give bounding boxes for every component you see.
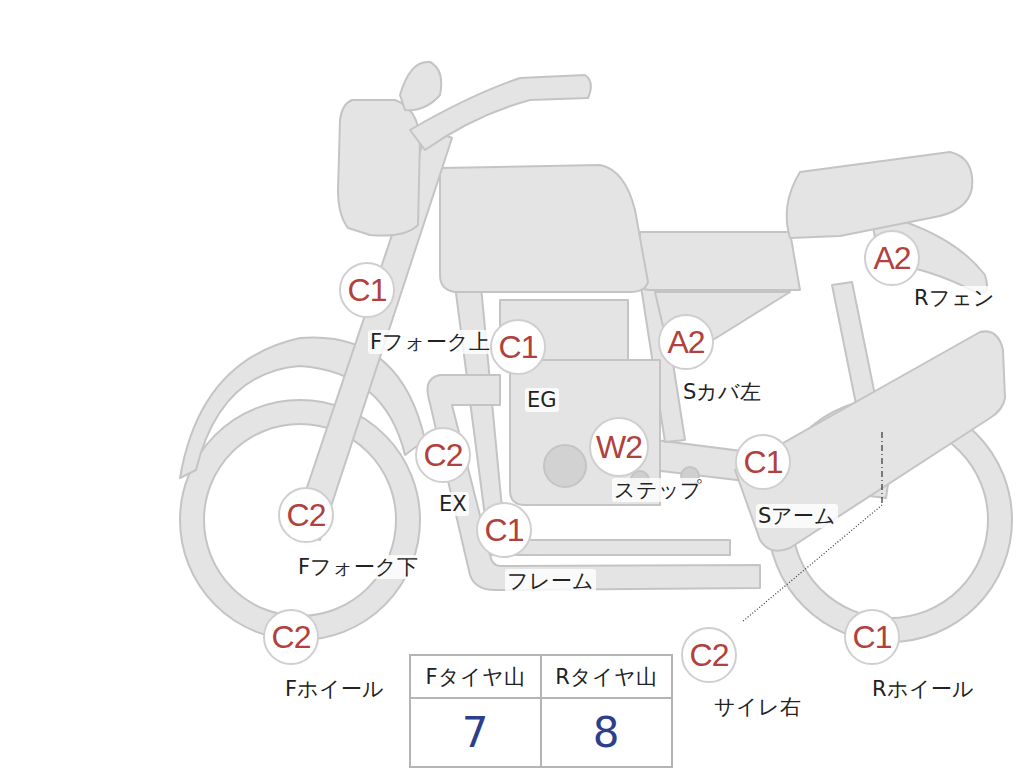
engine-cover [544, 445, 586, 487]
headlight [338, 100, 420, 236]
inspection-marker: C2サイレ右 [681, 627, 737, 683]
tread-table [410, 655, 672, 767]
part-name: ステップ [612, 478, 704, 502]
damage-code: C1 [853, 621, 892, 653]
part-name: フレーム [505, 569, 596, 593]
table-header: Rタイヤ山 [555, 667, 657, 688]
inspection-marker: A2Sカバ左 [658, 314, 714, 370]
damage-code: A2 [667, 326, 704, 358]
table-value: 7 [462, 712, 489, 754]
seat [638, 232, 800, 290]
part-name: EG [525, 388, 559, 412]
damage-code: A2 [873, 242, 910, 274]
part-name: Rフェン [912, 286, 997, 310]
inspection-marker: C1Fフォーク上 [339, 262, 395, 318]
damage-code: W2 [596, 431, 642, 463]
seat-cowl [787, 152, 973, 238]
front-wheel [180, 400, 420, 640]
inspection-marker: C1Rホイール [844, 609, 900, 665]
muffler [735, 331, 1005, 550]
inspection-marker: C2Fフォーク下 [278, 487, 334, 543]
part-name: Rホイール [870, 677, 976, 701]
damage-code: C1 [348, 274, 387, 306]
inspection-marker: C1Sアーム [735, 434, 791, 490]
damage-code: C1 [499, 331, 538, 363]
inspection-marker: A2Rフェン [864, 230, 920, 286]
front-fender [180, 337, 425, 478]
inspection-marker: W2ステップ [589, 417, 649, 477]
mirror [400, 62, 441, 110]
part-name: Fフォーク下 [296, 555, 420, 579]
part-name: EX [437, 492, 469, 516]
inspection-marker: C2EX [415, 427, 471, 483]
fuel-tank [440, 165, 648, 292]
damage-code: C1 [744, 446, 783, 478]
damage-code: C2 [690, 639, 729, 671]
exhaust-pipe [428, 375, 761, 590]
damage-code: C2 [272, 621, 311, 653]
part-name: Fフォーク上 [368, 330, 492, 354]
part-name: Sアーム [756, 504, 838, 528]
table-value: 8 [593, 712, 620, 754]
damage-code: C2 [424, 439, 463, 471]
part-name: サイレ右 [712, 695, 803, 719]
damage-code: C2 [287, 499, 326, 531]
damage-code: C1 [485, 514, 524, 546]
leader-line [742, 432, 882, 622]
table-header: Fタイヤ山 [425, 667, 524, 688]
inspection-marker: C2Fホイール [263, 609, 319, 665]
inspection-marker: C1EG [490, 319, 546, 375]
part-name: Sカバ左 [681, 380, 763, 404]
part-name: Fホイール [283, 677, 386, 701]
inspection-marker: C1フレーム [476, 502, 532, 558]
